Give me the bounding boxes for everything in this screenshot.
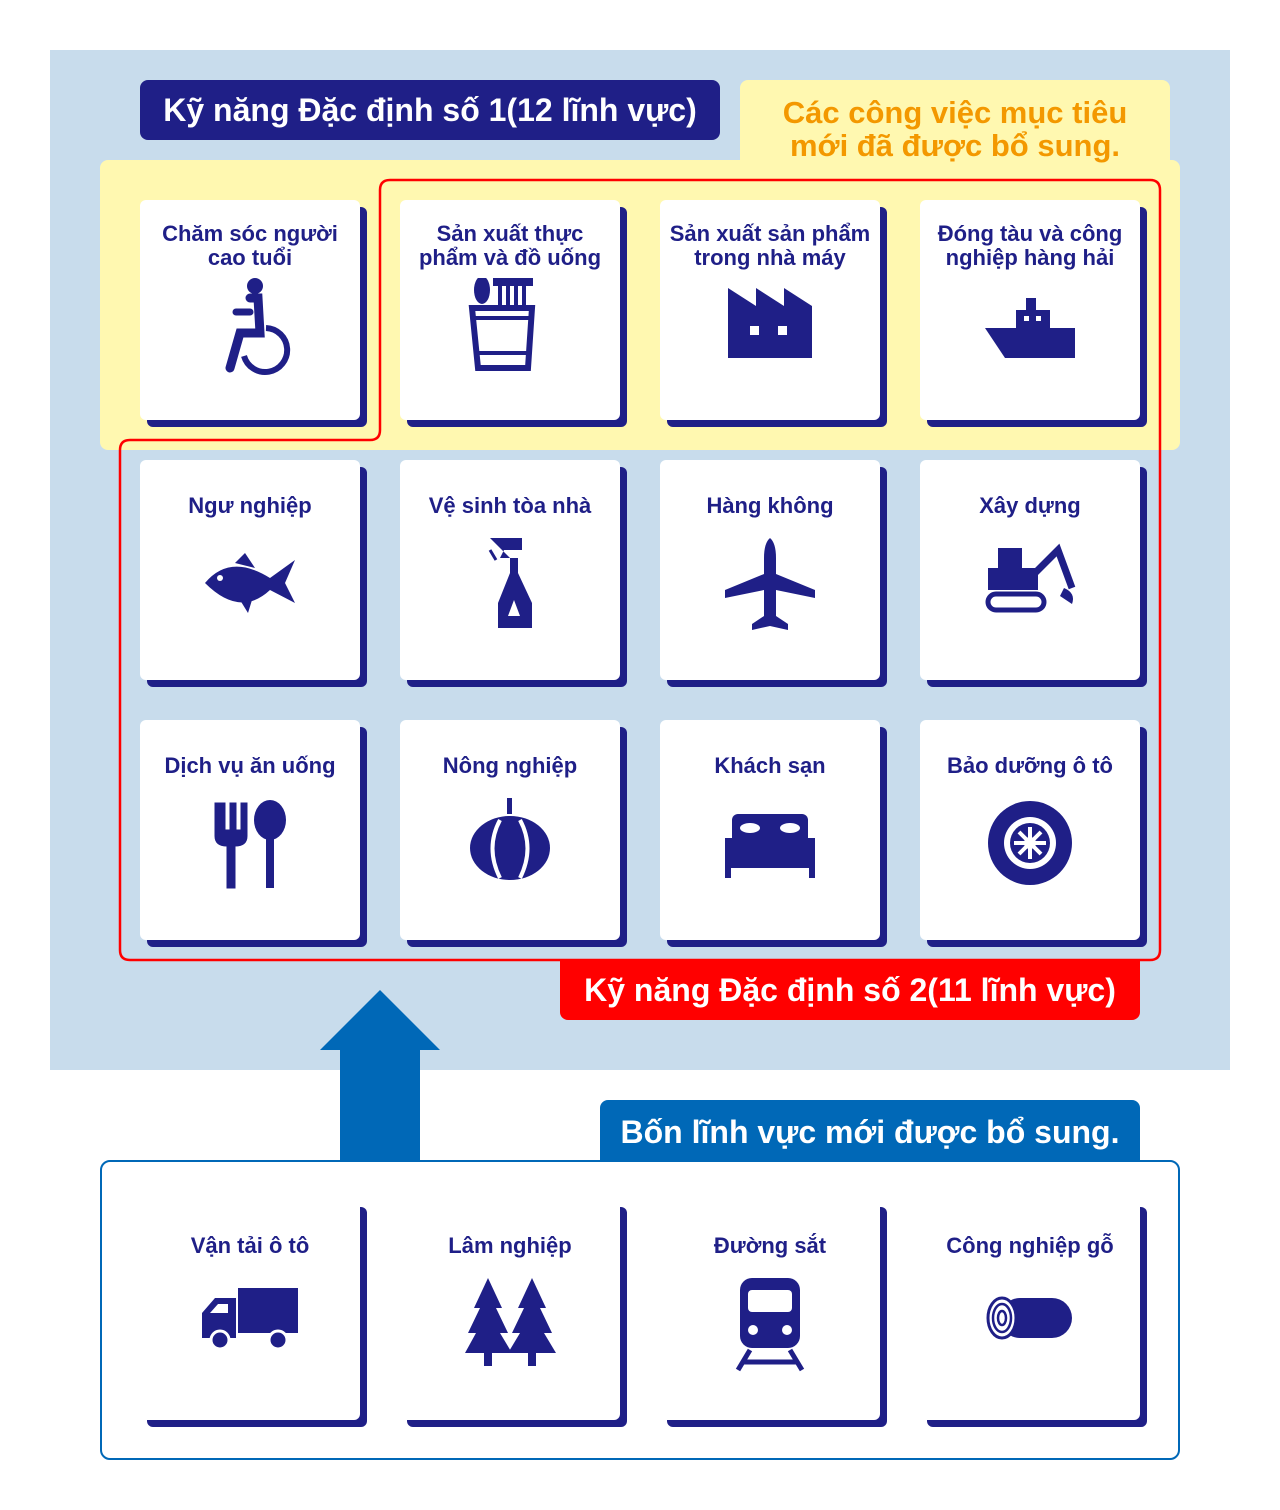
pumpkin-icon: [470, 798, 550, 880]
field-card-elderly-care: Chăm sóc người cao tuổi: [140, 200, 360, 420]
card-label: Khách sạn: [714, 753, 826, 778]
log-icon: [986, 1296, 1072, 1340]
field-card-shipbuilding: Đóng tàu và công nghiệp hàng hải: [920, 200, 1140, 420]
truck-icon: [202, 1288, 298, 1351]
wheelchair-icon: [225, 278, 291, 375]
note-line-2: mới đã được bổ sung.: [789, 128, 1121, 163]
card-label: Đường sắt: [713, 1233, 827, 1258]
field-card-auto-transport: Vận tải ô tô: [140, 1200, 360, 1420]
field-card-hotel: Khách sạn: [660, 720, 880, 940]
new-fields-box: [100, 1160, 1180, 1460]
field-card-aviation: Hàng không: [660, 460, 880, 680]
field-card-forestry: Lâm nghiệp: [400, 1200, 620, 1420]
card-label: Dịch vụ ăn uống: [164, 753, 336, 778]
new-fields-title: Bốn lĩnh vực mới được bổ sung.: [600, 1100, 1140, 1162]
field-card-fishery: Ngư nghiệp: [140, 460, 360, 680]
card-label: Đóng tàu và công nghiệp hàng hải: [937, 221, 1123, 270]
field-card-factory: Sản xuất sản phẩm trong nhà máy: [660, 200, 880, 420]
note-line-1: Các công việc mục tiêu: [782, 95, 1128, 130]
card-label: Bảo dưỡng ô tô: [947, 753, 1113, 778]
train-icon: [735, 1278, 805, 1372]
airplane-icon: [725, 538, 815, 630]
field-card-food-service: Dịch vụ ăn uống: [140, 720, 360, 940]
bed-icon: [725, 814, 815, 878]
food-cup-icon: [468, 278, 536, 371]
trees-icon: [465, 1278, 556, 1366]
card-label: Xây dựng: [979, 493, 1081, 518]
up-arrow: [320, 990, 440, 1162]
field-card-wood-industry: Công nghiệp gỗ: [920, 1200, 1140, 1420]
excavator-icon: [985, 543, 1076, 613]
card-label: Ngư nghiệp: [188, 493, 312, 518]
factory-icon: [728, 288, 812, 358]
fish-icon: [205, 553, 295, 613]
field-card-construction: Xây dựng: [920, 460, 1140, 680]
card-label: Chăm sóc người cao tuổi: [162, 221, 338, 270]
spray-bottle-icon: [488, 538, 532, 628]
card-label: Hàng không: [706, 493, 834, 518]
card-label: Công nghiệp gỗ: [946, 1233, 1114, 1258]
field-card-auto-maintenance: Bảo dưỡng ô tô: [920, 720, 1140, 940]
skill-2-header: Kỹ năng Đặc định số 2(11 lĩnh vực): [560, 960, 1140, 1020]
card-label: Sản xuất sản phẩm trong nhà máy: [669, 221, 871, 270]
card-label: Nông nghiệp: [442, 753, 578, 778]
skill-1-header: Kỹ năng Đặc định số 1(12 lĩnh vực): [140, 80, 720, 140]
field-card-railway: Đường sắt: [660, 1200, 880, 1420]
card-label: Lâm nghiệp: [448, 1233, 572, 1258]
field-card-building-cleaning: Vệ sinh tòa nhà: [400, 460, 620, 680]
card-label: Vận tải ô tô: [190, 1233, 310, 1258]
field-card-agriculture: Nông nghiệp: [400, 720, 620, 940]
field-card-food-manufacturing: Sản xuất thực phẩm và đồ uống: [400, 200, 620, 420]
tire-icon: [988, 801, 1072, 885]
card-label: Sản xuất thực phẩm và đồ uống: [418, 221, 602, 270]
fork-spoon-icon: [214, 800, 286, 889]
card-label: Vệ sinh tòa nhà: [428, 493, 592, 518]
ship-icon: [985, 298, 1075, 358]
